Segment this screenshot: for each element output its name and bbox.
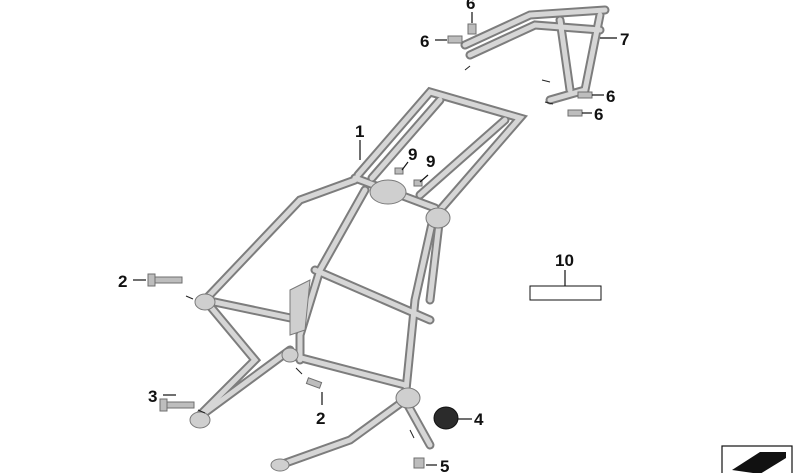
assembly-marks bbox=[185, 65, 554, 439]
bolt-lower-left bbox=[159, 398, 195, 412]
callout-rear-subframe: 7 bbox=[620, 30, 629, 49]
callout-frame: 1 bbox=[355, 122, 364, 141]
callout-screw-right-upper: 6 bbox=[606, 87, 615, 106]
cap-plug bbox=[433, 406, 459, 430]
bolt-bottom bbox=[413, 457, 425, 469]
callout-bolt-lower-left: 3 bbox=[148, 387, 157, 406]
bolt-lower-center bbox=[305, 377, 323, 389]
bolt-upper-left bbox=[147, 273, 183, 287]
callout-bolt-lower-center: 2 bbox=[316, 409, 325, 428]
callout-cap: 4 bbox=[474, 410, 484, 429]
callout-bolt-upper-left: 2 bbox=[118, 272, 127, 291]
screw-top bbox=[467, 23, 477, 35]
main-frame bbox=[189, 86, 529, 472]
label-item-box bbox=[529, 285, 602, 301]
screw-right-lower bbox=[567, 109, 583, 117]
screw-right-upper bbox=[577, 91, 593, 99]
callout-screw-right-lower: 6 bbox=[594, 105, 603, 124]
callout-label-item: 10 bbox=[555, 251, 574, 270]
rear-subframe bbox=[460, 5, 610, 105]
screw-left bbox=[447, 35, 463, 44]
callout-bolt-bottom: 5 bbox=[440, 457, 449, 473]
callout-clip-b: 9 bbox=[426, 152, 435, 171]
clips bbox=[394, 167, 423, 187]
callout-clip-a: 9 bbox=[408, 145, 417, 164]
corner-logo bbox=[721, 445, 793, 473]
callout-screw-left: 6 bbox=[420, 32, 429, 51]
callout-screw-top: 6 bbox=[466, 0, 475, 13]
